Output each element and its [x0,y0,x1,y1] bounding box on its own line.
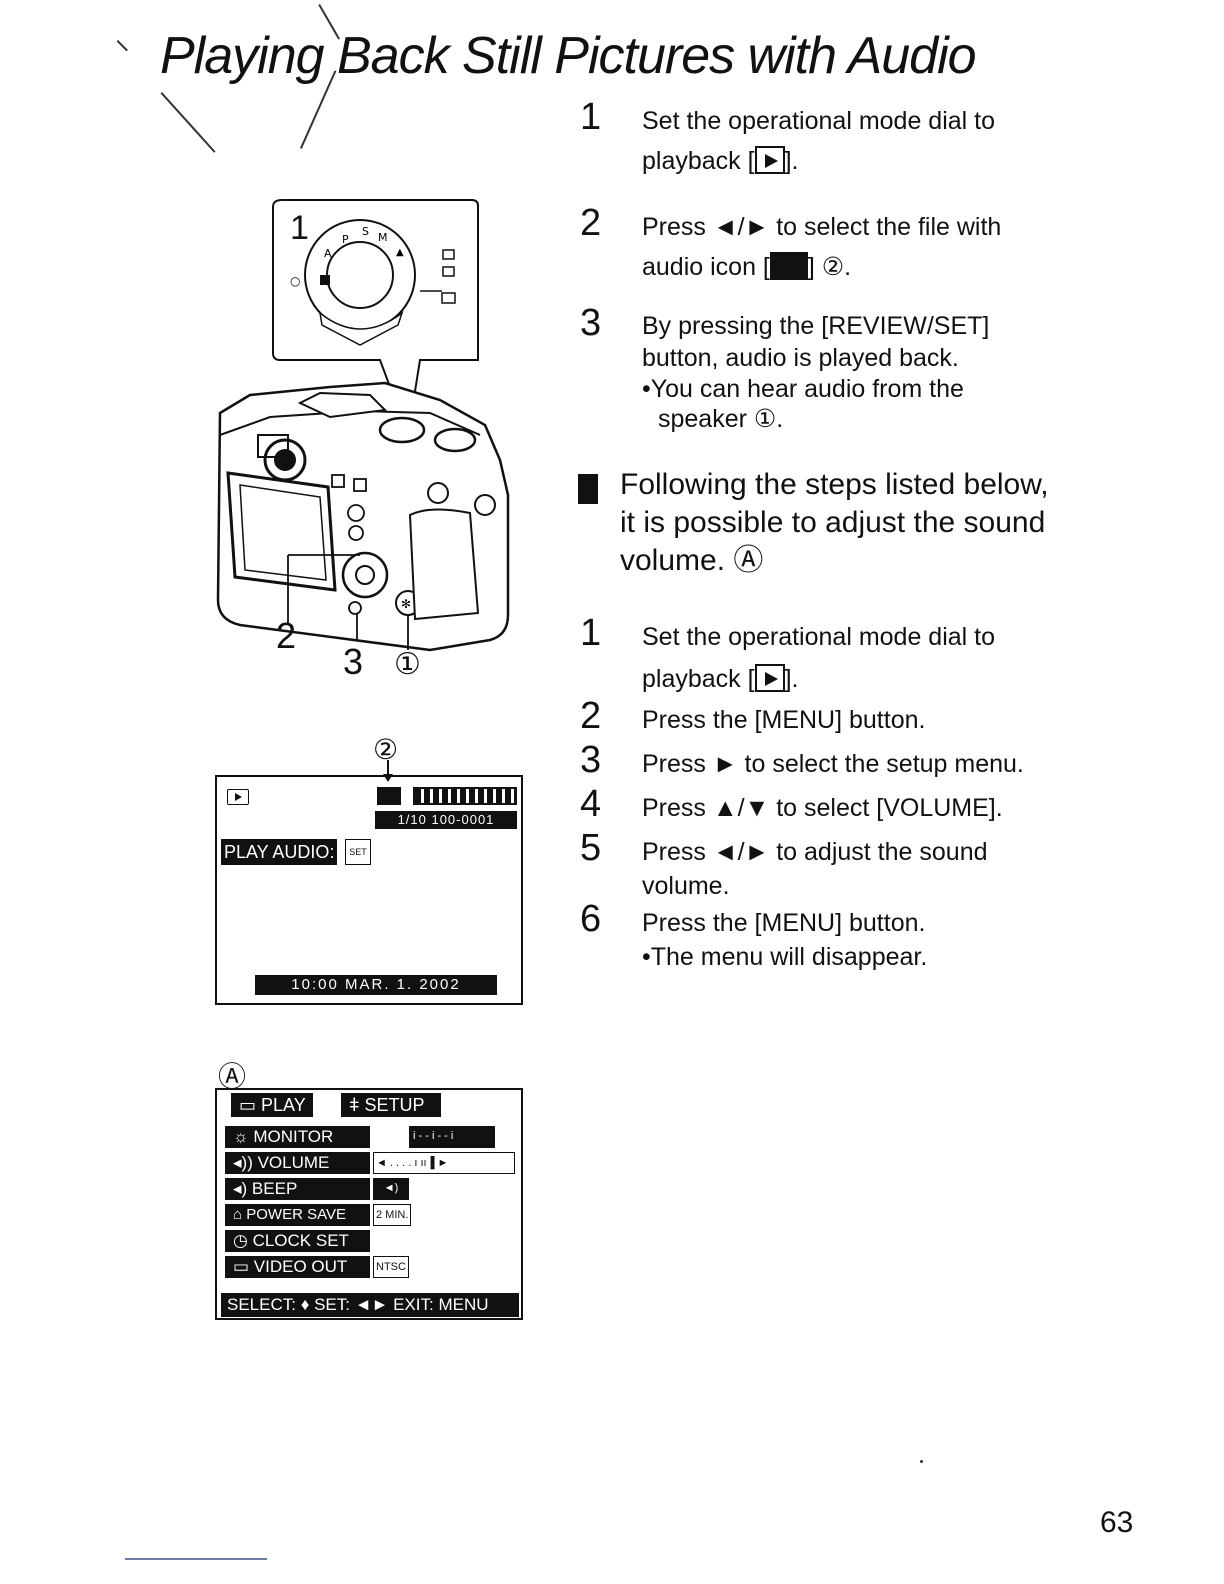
step-number: 6 [580,898,602,940]
menu-row-value: ◄) [373,1178,409,1200]
scan-dot [920,1460,923,1463]
tab-setup: ǂ SETUP [341,1093,441,1117]
setup-menu-screen: ▭ PLAY ǂ SETUP ☼ MONITOR i - - i - - i ◂… [215,1088,523,1320]
callout-audio-icon: ② [373,734,399,765]
step-text: Set the operational mode dial to playbac… [642,104,995,178]
camera-illustration: P S M A ▲ ○ ✻ [210,195,520,685]
scan-line [160,92,216,153]
menu-footer: SELECT: ♦ SET: ◄► EXIT: MENU [221,1293,519,1317]
menu-row-label: ◂) BEEP [225,1178,370,1200]
step-text: Set the operational mode dial to playbac… [642,620,995,696]
step-line: By pressing the [REVIEW/SET] [642,312,990,340]
step-number: 2 [580,695,602,737]
clock-icon: ◷ [233,1231,253,1250]
heading-line: it is possible to adjust the sound [620,506,1046,539]
menu-row-label: ◂)) VOLUME [225,1152,370,1174]
step-number: 3 [580,739,602,781]
step-line: audio icon [] ②. [642,252,852,281]
audio-icon [377,787,401,805]
speaker-icon: ◂)) [233,1153,258,1172]
scan-line [116,40,128,51]
step-number: 4 [580,783,602,825]
svg-text:M: M [378,231,388,244]
menu-row-monitor: ☼ MONITOR i - - i - - i [225,1126,515,1148]
menu-row-volume: ◂)) VOLUME ◄ . . . . ı ıı▐ ► [225,1152,515,1174]
sun-icon: ☼ [233,1127,254,1146]
menu-row-label: ◷ CLOCK SET [225,1230,370,1252]
step-line: Press ◄/► to select the file with [642,213,1002,241]
tab-play: ▭ PLAY [231,1093,313,1117]
step-number: 2 [580,202,602,244]
callout-1: 1 [290,209,309,247]
step-line: volume. [642,872,730,900]
callout-3: 3 [343,641,364,682]
step-line: Set the operational mode dial to [642,623,996,651]
menu-row-video-out: ▭ VIDEO OUT NTSC [225,1256,515,1278]
menu-row-label: ⌂ POWER SAVE [225,1204,370,1226]
video-out-icon: ▭ [233,1257,254,1276]
step-text: Press ◄/► to adjust the sound volume. [642,835,988,903]
quality-battery-icon [413,787,517,805]
step-line: Press ◄/► to adjust the sound [642,838,988,866]
playback-icon [754,664,785,692]
svg-text:A: A [324,247,332,260]
step-text: Press ► to select the setup menu. [642,750,1024,778]
svg-text:✻: ✻ [401,597,411,611]
step-number: 5 [580,827,602,869]
heading-line: Following the steps listed below, [620,468,1049,501]
step-note: speaker ①. [658,405,784,433]
step-line: button, audio is played back. [642,344,959,372]
step-note: •The menu will disappear. [642,943,928,971]
step-text: By pressing the [REVIEW/SET] button, aud… [642,310,989,434]
menu-row-clock-set: ◷ CLOCK SET [225,1230,515,1252]
playback-icon [754,146,785,174]
menu-row-label: ☼ MONITOR [225,1126,370,1148]
menu-row-power-save: ⌂ POWER SAVE 2 MIN. [225,1204,515,1226]
footer-rule [125,1558,267,1560]
playback-mode-icon [227,789,249,805]
camera-drawing: P S M A ▲ ○ ✻ [216,199,510,652]
step-text: Press the [MENU] button. [642,706,926,734]
arrow-down-icon [383,760,393,782]
step-text: Press ▲/▼ to select [VOLUME]. [642,794,1003,822]
play-audio-label: PLAY AUDIO: [221,839,338,865]
file-number: 1/10 100-0001 [375,811,517,829]
svg-text:○: ○ [290,274,300,288]
callout-speaker: ① [394,648,421,681]
step-line: Press the [MENU] button. [642,909,926,937]
menu-row-label: ▭ VIDEO OUT [225,1256,370,1278]
square-bullet-icon [578,474,598,504]
menu-row-value: NTSC [373,1256,409,1278]
set-icon: SET [345,839,371,865]
step-line: playback []. [642,146,799,175]
page-number: 63 [1100,1506,1134,1539]
callout-2: 2 [276,615,297,656]
date-time-display: 10:00 MAR. 1. 2002 [255,975,497,995]
step-line: Set the operational mode dial to [642,107,996,135]
beep-icon: ◂) [233,1179,252,1198]
menu-row-beep: ◂) BEEP ◄) [225,1178,515,1200]
svg-text:P: P [342,233,349,246]
lcd-playback-screen: 1/10 100-0001 PLAY AUDIO: SET 10:00 MAR.… [215,775,523,1005]
step-note: •You can hear audio from the [642,375,964,403]
callout-a: Ⓐ [218,1061,247,1092]
step-number: 1 [580,96,602,138]
audio-icon [769,252,808,280]
power-save-icon: ⌂ [233,1206,247,1223]
svg-text:S: S [362,225,369,238]
menu-row-value: 2 MIN. [373,1204,412,1226]
step-number: 1 [580,612,602,654]
menu-row-value: i - - i - - i [409,1126,495,1148]
step-text: Press the [MENU] button. •The menu will … [642,906,927,972]
step-text: Press ◄/► to select the file with audio … [642,210,1001,284]
menu-row-value: ◄ . . . . ı ıı▐ ► [373,1152,515,1174]
heading-line: volume. Ⓐ [620,544,764,577]
step-line: playback []. [642,664,799,693]
page-title: Playing Back Still Pictures with Audio [160,27,977,85]
svg-text:▲: ▲ [396,247,404,258]
step-number: 3 [580,302,602,344]
